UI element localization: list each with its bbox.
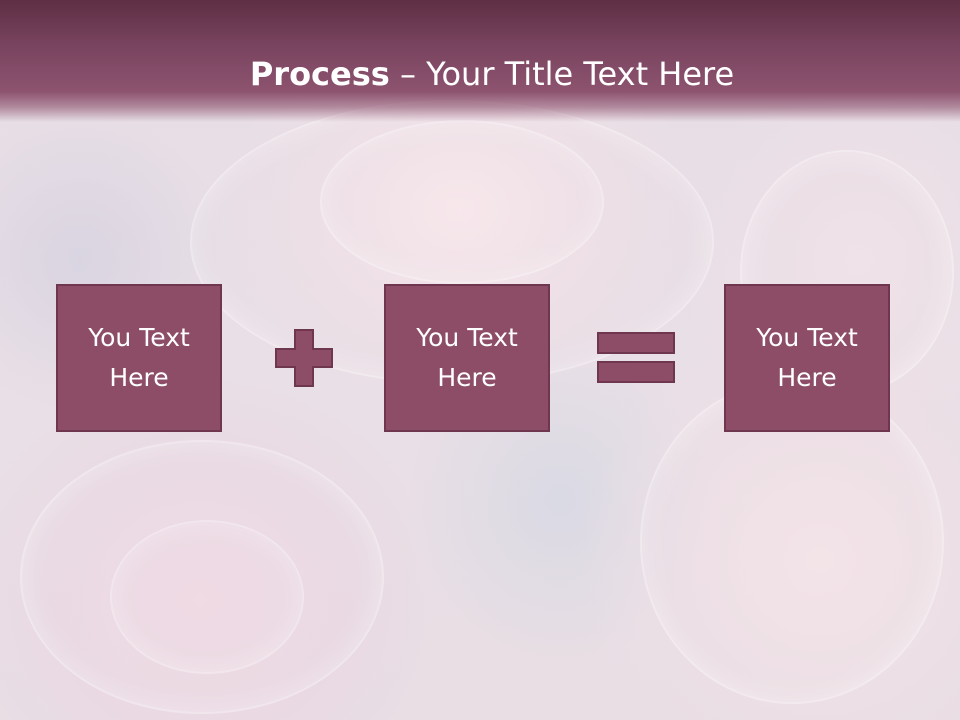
slide-title-bold: Process — [249, 55, 390, 93]
equals-icon — [597, 332, 675, 383]
process-box-2[interactable]: You Text Here — [384, 284, 550, 432]
title-band — [0, 0, 960, 122]
process-box-1-label: You Text Here — [88, 323, 190, 392]
rose-petal-decoration — [320, 120, 604, 284]
rose-petal-decoration — [110, 520, 304, 674]
process-box-2-label: You Text Here — [416, 323, 518, 392]
rose-petal-decoration — [20, 440, 384, 714]
process-box-3[interactable]: You Text Here — [724, 284, 890, 432]
process-box-1[interactable]: You Text Here — [56, 284, 222, 432]
slide-title: Process – Your Title Text Here — [0, 52, 960, 96]
process-box-3-label: You Text Here — [756, 323, 858, 392]
plus-icon — [275, 329, 333, 387]
slide-title-rest: – Your Title Text Here — [389, 55, 735, 93]
